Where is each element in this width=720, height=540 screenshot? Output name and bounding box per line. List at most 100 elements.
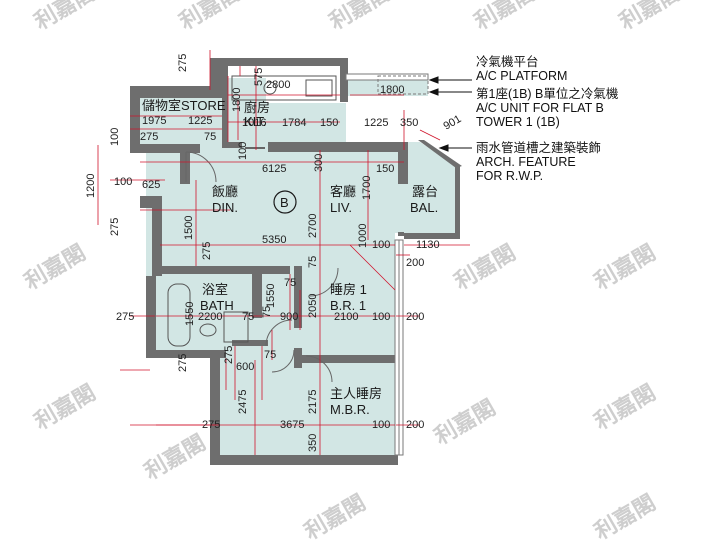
dim-label: 6125: [262, 163, 286, 175]
dim-label: 600: [236, 361, 254, 373]
bath-label-en: BATH: [200, 298, 234, 313]
watermark: 利嘉閣: [30, 0, 100, 35]
dim-label: 1200: [85, 174, 97, 198]
dim-label: 1000: [357, 224, 369, 248]
flat-marker-circle: [273, 190, 297, 214]
dim-label: 75: [242, 311, 254, 323]
annotation-notes: 冷氣機平台 A/C PLATFORM 第1座(1B) B單位之冷氣機 A/C U…: [476, 54, 619, 183]
dim-label: 1550: [265, 284, 277, 308]
living-label-en: LIV.: [330, 200, 352, 215]
ac-platform-note-cn: 冷氣機平台: [476, 54, 539, 69]
dim-label: 75: [307, 256, 319, 268]
balcony-label-en: BAL.: [410, 200, 438, 215]
ac-unit-note-en2: TOWER 1 (1B): [476, 115, 560, 129]
dim-label: 2800: [266, 79, 290, 91]
dim-label: 100: [372, 239, 390, 251]
mbr-label-en: M.B.R.: [330, 402, 370, 417]
dim-label: 1700: [361, 176, 373, 200]
dim-label: 5350: [262, 234, 286, 246]
watermark: 利嘉閣: [30, 380, 100, 436]
dim-label: 1500: [183, 216, 195, 240]
dim-label: 2475: [237, 390, 249, 414]
dim-label: 275: [201, 242, 213, 260]
dim-label: 275: [116, 311, 134, 323]
dim-label: 100: [372, 419, 390, 431]
dim-label: 100: [372, 311, 390, 323]
dim-label: 100: [109, 128, 121, 146]
dim-label: 100: [237, 142, 249, 160]
dim-label: 1550: [184, 302, 196, 326]
dining-label-en: DIN.: [212, 200, 238, 215]
balcony-label-cn: 露台: [412, 184, 438, 199]
kitchen-counter: [231, 75, 337, 101]
dim-label: 275: [223, 346, 235, 364]
dimension-labels: 275 575 2800 1800 1975 1225 1800 275 75 …: [85, 54, 463, 452]
dim-label: 75: [204, 131, 216, 143]
doors: [185, 147, 339, 383]
dim-label: 150: [320, 117, 338, 129]
living-label-cn: 客廳: [330, 184, 356, 199]
kitchen-label-en: KIT.: [244, 114, 266, 129]
annotation-arrows: [428, 76, 472, 152]
rwp-note-en1: ARCH. FEATURE: [476, 155, 576, 169]
dim-label: 1225: [364, 117, 388, 129]
dim-label: 2700: [307, 214, 319, 238]
br1-label-cn: 睡房 1: [330, 282, 367, 297]
watermark: 利嘉閣: [175, 0, 245, 35]
dim-label: 2100: [334, 311, 358, 323]
watermark: 利嘉閣: [470, 0, 540, 35]
store-label: 儲物室STORE: [142, 98, 226, 113]
dim-label: 2175: [307, 390, 319, 414]
dim-label: 150: [376, 163, 394, 175]
dim-label: 200: [406, 257, 424, 269]
watermark: 利嘉閣: [325, 0, 395, 35]
dim-label: 275: [177, 54, 189, 72]
dim-label: 75: [264, 349, 276, 361]
watermark: 利嘉閣: [430, 395, 500, 451]
watermark: 利嘉閣: [450, 240, 520, 296]
basin-counter: [223, 311, 249, 343]
dim-label: 200: [406, 419, 424, 431]
watermark: 利嘉閣: [590, 490, 660, 540]
room-labels: 儲物室STORE 廚房 KIT. 飯廳 DIN. B 客廳 LIV. 露台 BA…: [142, 98, 438, 417]
bathtub: [167, 283, 191, 347]
flat-marker-letter: B: [280, 195, 289, 210]
dim-label: 275: [109, 218, 121, 236]
dim-label: 1130: [416, 239, 440, 251]
stove: [263, 81, 277, 95]
dim-label: 75: [261, 306, 273, 318]
toilet: [199, 323, 217, 337]
kitchen-label-cn: 廚房: [244, 100, 270, 115]
dim-label: 350: [400, 117, 418, 129]
bath-label-cn: 浴室: [202, 282, 228, 297]
dim-label: 300: [313, 154, 325, 172]
dim-label: 900: [280, 311, 298, 323]
sink: [305, 79, 333, 97]
watermark: 利嘉閣: [140, 430, 210, 486]
windows: [345, 73, 429, 456]
mbr-label-cn: 主人睡房: [330, 386, 382, 401]
rwp-note-en2: FOR R.W.P.: [476, 169, 543, 183]
ac-platform-note-en: A/C PLATFORM: [476, 69, 567, 83]
watermark: 利嘉閣: [590, 380, 660, 436]
dim-label: 1800: [380, 84, 404, 96]
dim-label: 100: [114, 176, 132, 188]
fixtures: [167, 75, 337, 347]
dim-label: 625: [142, 179, 160, 191]
dim-label: 1225: [188, 115, 212, 127]
dim-label: 350: [307, 434, 319, 452]
watermark: 利嘉閣: [615, 0, 685, 35]
dim-label: 200: [406, 311, 424, 323]
br1-label-en: B.R. 1: [330, 298, 366, 313]
dimension-lines: [97, 50, 470, 455]
dim-label: 275: [202, 419, 220, 431]
dining-label-cn: 飯廳: [212, 184, 238, 199]
dim-label: 3675: [280, 419, 304, 431]
watermark: 利嘉閣: [20, 240, 90, 296]
dim-label: 2050: [307, 294, 319, 318]
dim-label: 575: [253, 68, 265, 86]
ac-unit-note-cn: 第1座(1B) B單位之冷氣機: [476, 86, 619, 101]
dim-label: 1016: [242, 117, 266, 129]
